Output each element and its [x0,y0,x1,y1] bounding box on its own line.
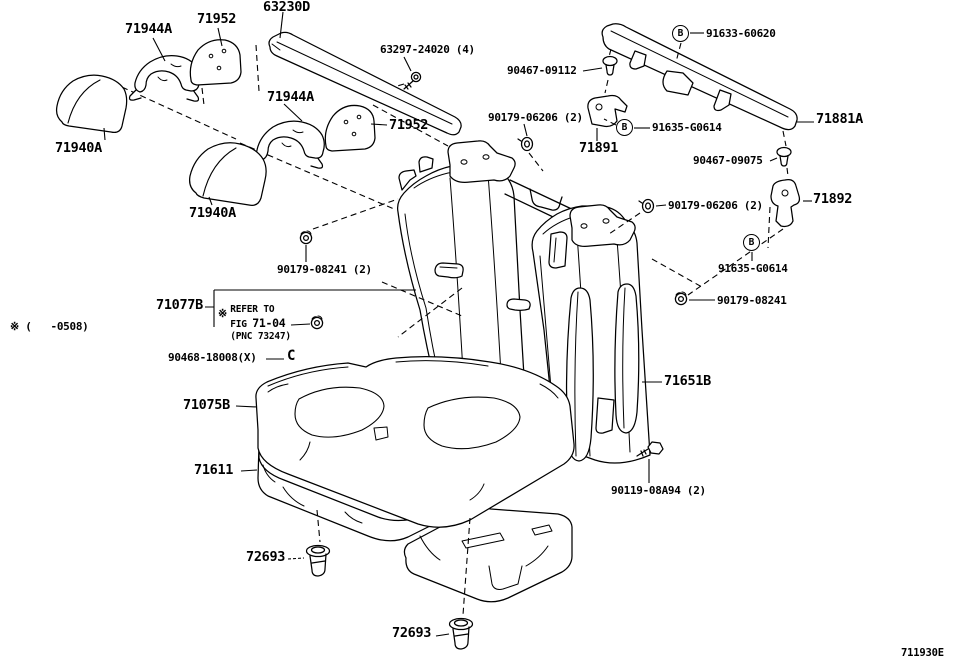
callout-90179-08241-2: 90179-08241 [717,294,787,307]
bracket-71892-drawing [770,179,801,228]
callout-71940a-1: 71940A [55,140,102,156]
callout-91635-g0614-2: 91635-G0614 [718,262,788,275]
callout-71077b: 71077B [156,297,203,313]
callout-63230d: 63230D [263,0,310,15]
package-tray-trim-drawing [268,31,462,136]
callout-71952-2: 71952 [389,117,429,133]
tray-clip-glyph [602,55,618,76]
ref-circle-b-2: B [616,119,633,136]
callout-71881a: 71881A [816,111,863,127]
part-drawings [55,23,801,650]
tray-screw-glyph [403,71,422,90]
ref-letter-c: C [287,348,296,364]
seatback-board-drawing [601,23,798,131]
headrest-2-drawing [189,142,267,206]
ref-circle-b-3: B [743,234,760,251]
headrest-trim-1-drawing [189,39,242,86]
nut-1-glyph [299,230,313,245]
callout-90468-18008: 90468-18008(X) [168,351,257,364]
callout-71952-1: 71952 [197,11,237,27]
callout-71611: 71611 [194,462,234,478]
callout-91633-60620: 91633-60620 [706,27,776,40]
refer-note-pnc: (PNC 73247) [230,330,291,342]
refer-note-line2: FIG 71-04 [230,315,291,331]
callout-71940a-2: 71940A [189,205,236,221]
callout-90179-06206-2: 90179-06206 (2) [668,199,763,212]
bracket-71891-drawing [587,94,628,128]
floor-clip-1-glyph [305,544,331,577]
callout-90179-06206-1: 90179-06206 (2) [488,111,583,124]
refer-note: ※ REFER TO FIG 71-04 (PNC 73247) [218,304,291,343]
callout-90119-08a94: 90119-08A94 (2) [611,484,706,497]
hinge-clip-glyph [776,146,792,167]
grommet-1-glyph [517,136,534,152]
callout-71944a-2: 71944A [267,89,314,105]
floor-clip-2-glyph [448,617,474,650]
diagram-code: 711930E [901,647,944,659]
refer-nut-glyph [310,315,324,330]
nut-2-glyph [674,291,688,306]
headrest-trim-2-drawing [324,104,376,152]
construction-lines-over [316,42,682,616]
callout-71944a-1: 71944A [125,21,172,37]
refer-note-line1: REFER TO [230,304,275,315]
grommet-2-glyph [638,198,655,214]
callout-71075b: 71075B [183,397,230,413]
headrest-1-drawing [55,74,128,133]
applicability-note: ※ ( -0508) [10,320,89,333]
refer-note-fig-prefix: FIG [230,318,253,330]
callout-71892: 71892 [813,191,853,207]
callout-72693-1: 72693 [246,549,286,565]
callout-90179-08241-1: 90179-08241 (2) [277,263,372,276]
leader-lines [103,11,814,637]
callout-63297-24020: 63297-24020 (4) [380,43,475,56]
callout-72693-2: 72693 [392,625,432,641]
callout-90467-09075: 90467-09075 [693,154,763,167]
refer-note-marker: ※ [218,307,228,320]
callout-91635-g0614-1: 91635-G0614 [652,121,722,134]
lower-pad-drawing [403,507,573,603]
cushion-bolt-glyph [636,441,664,457]
cushion-cover-drawing [255,356,575,528]
refer-note-fig-no: 71-04 [252,315,286,330]
callout-71651b: 71651B [664,373,711,389]
callout-71891: 71891 [579,140,619,156]
headrest-support-1-drawing [128,55,201,102]
callout-90467-09112: 90467-09112 [507,64,577,77]
ref-circle-b-1: B [672,25,689,42]
